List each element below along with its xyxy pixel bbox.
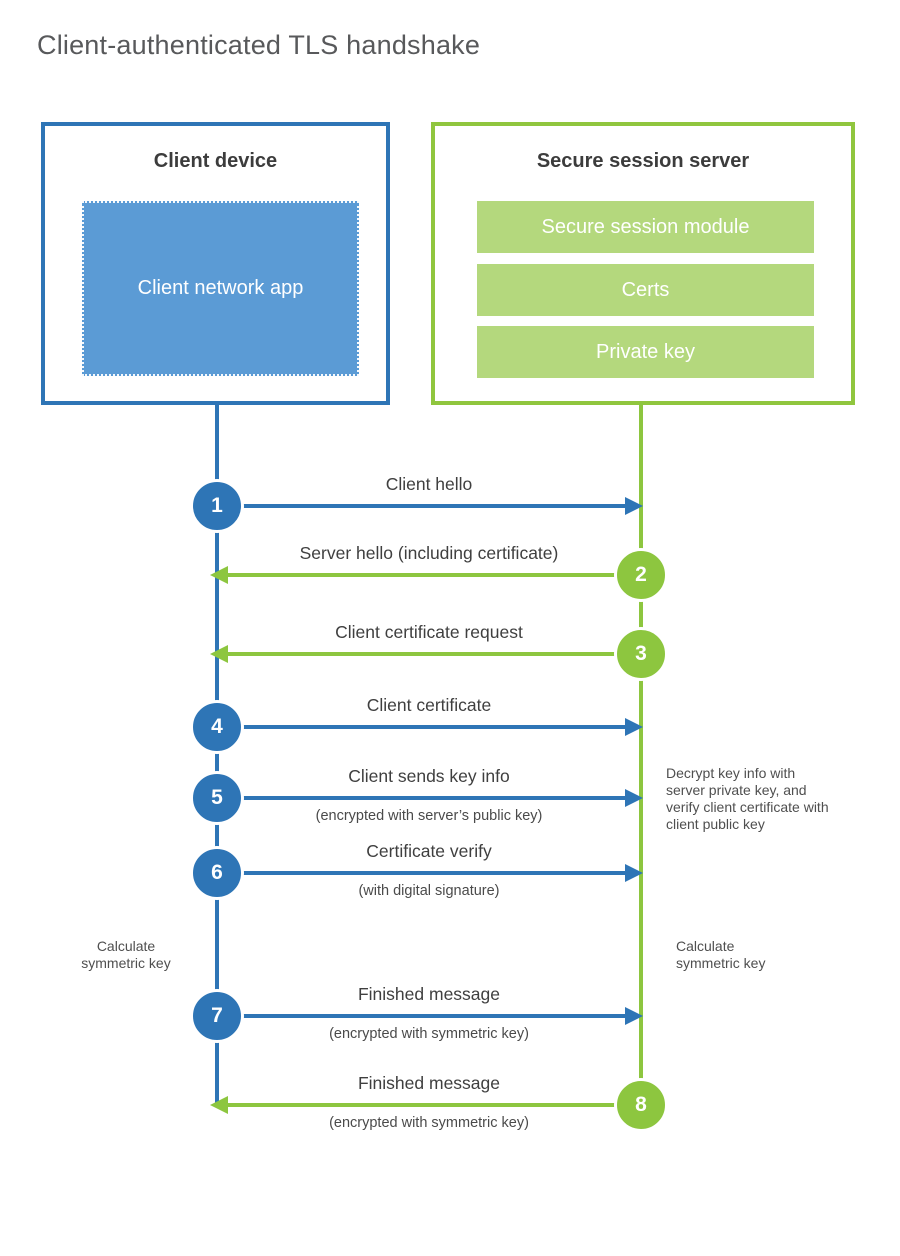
client-network-app-label: Client network app bbox=[137, 277, 304, 299]
server-private-key-label: Private key bbox=[596, 340, 695, 363]
arrowhead-right-icon bbox=[625, 718, 643, 736]
server-lifeline bbox=[639, 403, 643, 1105]
message-line bbox=[217, 1014, 625, 1018]
message-line bbox=[228, 573, 641, 577]
message-step-number: 8 bbox=[635, 1093, 647, 1116]
server-module-bar: Secure session module bbox=[477, 201, 814, 253]
secure-session-server-title: Secure session server bbox=[536, 150, 750, 172]
message-label: Finished message bbox=[357, 1073, 501, 1093]
message-line bbox=[217, 871, 625, 875]
message-sublabel: (encrypted with symmetric key) bbox=[329, 1115, 529, 1131]
arrowhead-left-icon bbox=[210, 566, 228, 584]
message-sublabel: (with digital signature) bbox=[358, 883, 500, 899]
message-line bbox=[217, 796, 625, 800]
message-line bbox=[228, 652, 641, 656]
arrowhead-right-icon bbox=[625, 789, 643, 807]
arrowhead-right-icon bbox=[625, 497, 643, 515]
diagram-title: Client-authenticated TLS handshake bbox=[37, 30, 481, 60]
arrowhead-left-icon bbox=[210, 1096, 228, 1114]
message-label: Client hello bbox=[385, 474, 473, 494]
note-server-calculate-key: Calculate symmetric key bbox=[676, 938, 766, 971]
message-line bbox=[217, 504, 625, 508]
note-server-decrypt: Decrypt key info with server private key… bbox=[666, 765, 829, 832]
message-label: Certificate verify bbox=[366, 841, 492, 861]
message-step-number: 3 bbox=[635, 642, 647, 665]
client-device-title: Client device bbox=[153, 150, 278, 172]
client-device-box: Client device Client network app bbox=[41, 122, 390, 405]
message-step-circle: 8 bbox=[614, 1078, 668, 1132]
message-sublabel: (encrypted with symmetric key) bbox=[329, 1026, 529, 1042]
message-step-circle: 5 bbox=[190, 771, 244, 825]
server-certs-bar: Certs bbox=[477, 264, 814, 316]
client-lifeline bbox=[215, 403, 219, 1106]
message-step-circle: 6 bbox=[190, 846, 244, 900]
message-step-circle: 3 bbox=[614, 627, 668, 681]
message-step-number: 5 bbox=[211, 786, 223, 809]
server-module-label: Secure session module bbox=[541, 215, 750, 238]
message-step-number: 1 bbox=[211, 494, 223, 517]
client-network-app-box: Client network app bbox=[82, 201, 359, 376]
message-step-circle: 2 bbox=[614, 548, 668, 602]
message-line bbox=[217, 725, 625, 729]
server-private-key-bar: Private key bbox=[477, 326, 814, 378]
message-step-circle: 7 bbox=[190, 989, 244, 1043]
message-label: Client certificate request bbox=[335, 622, 523, 642]
note-client-calculate-key: Calculate symmetric key bbox=[81, 938, 171, 971]
message-label: Client certificate bbox=[366, 695, 492, 715]
secure-session-server-box: Secure session server Secure session mod… bbox=[431, 122, 855, 405]
arrowhead-right-icon bbox=[625, 1007, 643, 1025]
arrowhead-left-icon bbox=[210, 645, 228, 663]
arrowhead-right-icon bbox=[625, 864, 643, 882]
message-step-number: 4 bbox=[211, 715, 223, 738]
message-label: Server hello (including certificate) bbox=[299, 543, 559, 563]
message-label: Client sends key info bbox=[348, 766, 510, 786]
server-certs-label: Certs bbox=[621, 278, 670, 301]
message-step-circle: 1 bbox=[190, 479, 244, 533]
message-step-circle: 4 bbox=[190, 700, 244, 754]
message-label: Finished message bbox=[357, 984, 501, 1004]
message-step-number: 7 bbox=[211, 1004, 223, 1027]
message-line bbox=[228, 1103, 641, 1107]
message-sublabel: (encrypted with server’s public key) bbox=[315, 808, 543, 824]
message-step-number: 6 bbox=[211, 861, 223, 884]
message-step-number: 2 bbox=[635, 563, 647, 586]
